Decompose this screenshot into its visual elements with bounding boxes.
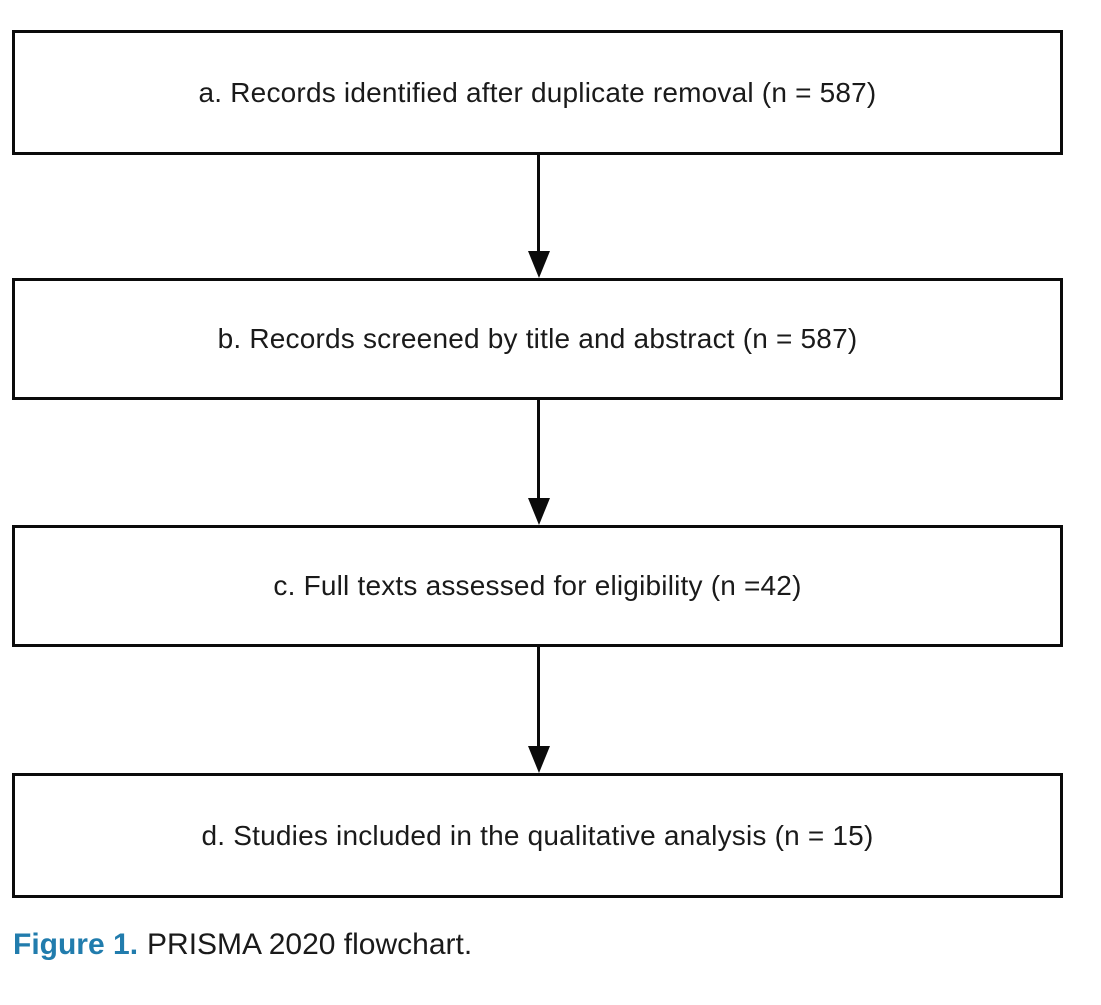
arrowhead-icon — [527, 498, 550, 525]
flow-box-label: c. Full texts assessed for eligibility (… — [273, 570, 802, 601]
down-arrow-a-to-b — [527, 155, 550, 278]
flow-box-label: b. Records screened by title and abstrac… — [217, 323, 858, 354]
flow-box-full-texts-assessed: c. Full texts assessed for eligibility (… — [12, 525, 1063, 647]
arrow-shaft — [537, 647, 540, 746]
flow-box-records-identified: a. Records identified after duplicate re… — [12, 30, 1063, 155]
flow-box-records-screened: b. Records screened by title and abstrac… — [12, 278, 1063, 400]
flow-box-label: d. Studies included in the qualitative a… — [201, 819, 874, 851]
down-arrow-c-to-d — [527, 647, 550, 773]
figure-caption-text: PRISMA 2020 flowchart. — [147, 928, 473, 961]
arrowhead-icon — [527, 746, 550, 773]
figure-caption-number: Figure 1. — [13, 928, 139, 961]
figure-caption: Figure 1.PRISMA 2020 flowchart. — [13, 928, 472, 962]
arrow-shaft — [537, 155, 540, 251]
down-arrow-b-to-c — [527, 400, 550, 525]
arrow-shaft — [537, 400, 540, 498]
flow-box-studies-included: d. Studies included in the qualitative a… — [12, 773, 1063, 898]
flow-box-label: a. Records identified after duplicate re… — [198, 76, 877, 108]
arrowhead-icon — [527, 251, 550, 278]
